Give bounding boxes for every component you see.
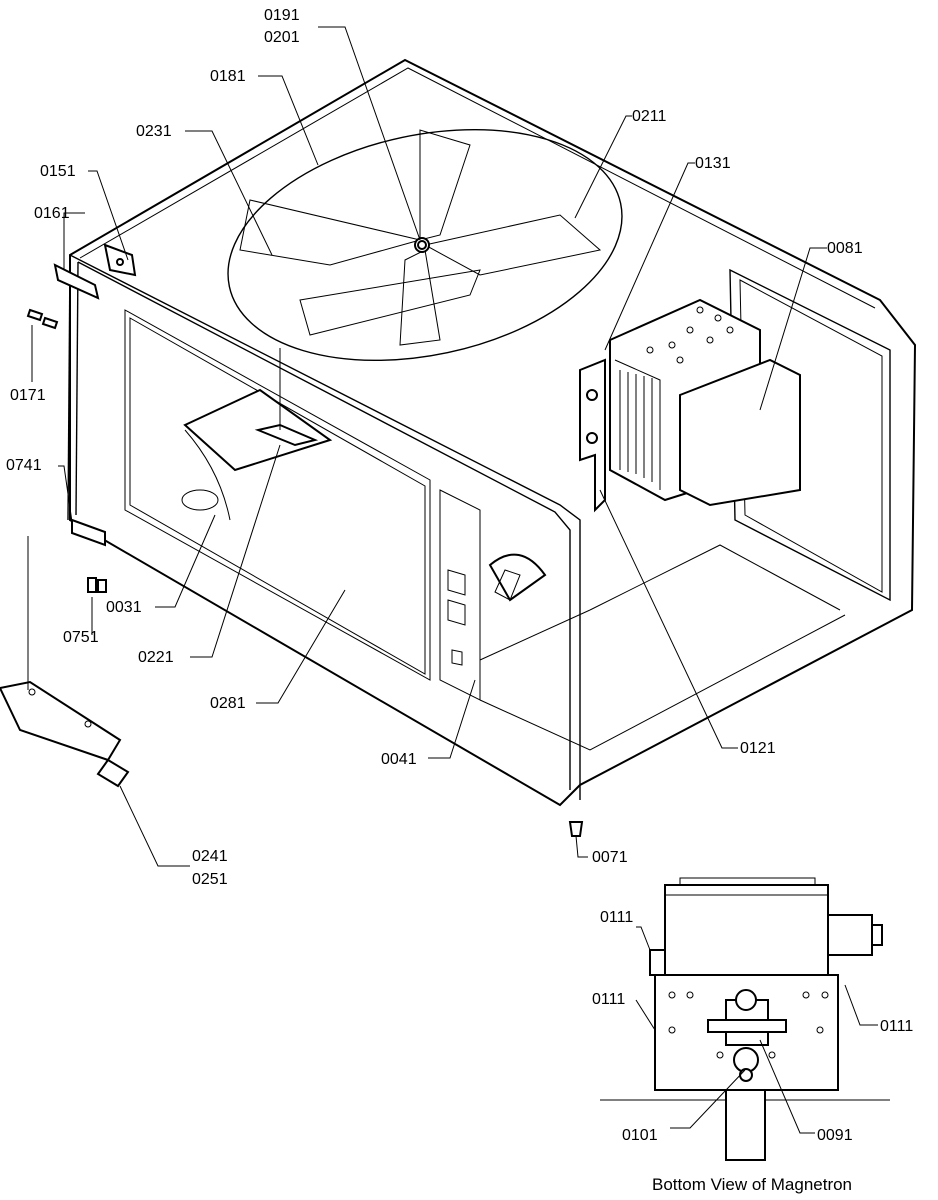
bottom-view-caption: Bottom View of Magnetron [652, 1175, 852, 1194]
label-0111-left: 0111 [592, 991, 625, 1008]
label-0111-right: 0111 [880, 1018, 913, 1035]
label-0251: 0251 [192, 871, 228, 888]
label-0151: 0151 [40, 163, 76, 180]
label-0111-top: 0111 [600, 909, 633, 926]
label-0231: 0231 [136, 123, 172, 140]
label-0091: 0091 [817, 1127, 853, 1144]
label-0741: 0741 [6, 457, 42, 474]
leader-lines [27, 26, 878, 1134]
label-0101: 0101 [622, 1127, 658, 1144]
label-0071: 0071 [592, 849, 628, 866]
magnetron [609, 298, 801, 507]
screws [26, 240, 584, 837]
label-0131: 0131 [695, 155, 731, 172]
label-0221: 0221 [138, 649, 174, 666]
label-0161: 0161 [34, 205, 70, 222]
label-0191: 0191 [264, 7, 300, 24]
lower-bracket [71, 518, 106, 547]
door-switch [447, 553, 547, 666]
label-0211: 0211 [632, 108, 667, 125]
part-labels: 0191 0201 0181 0231 0211 0151 0131 0161 … [6, 7, 913, 1194]
label-0081: 0081 [827, 240, 863, 257]
label-0041: 0041 [381, 751, 417, 768]
label-0201: 0201 [264, 29, 300, 46]
magnetron-bottom-view [600, 877, 890, 1161]
label-0121: 0121 [740, 740, 776, 757]
label-0171: 0171 [10, 387, 46, 404]
label-0031: 0031 [106, 599, 142, 616]
hinge-bracket [53, 243, 137, 300]
label-0181: 0181 [210, 68, 246, 85]
thermal-cutout-bracket [579, 358, 606, 513]
label-0751: 0751 [63, 629, 99, 646]
stirrer-shelf [181, 388, 333, 521]
bottom-cover-plate [0, 680, 130, 788]
label-0241: 0241 [192, 848, 228, 865]
label-0281: 0281 [210, 695, 246, 712]
